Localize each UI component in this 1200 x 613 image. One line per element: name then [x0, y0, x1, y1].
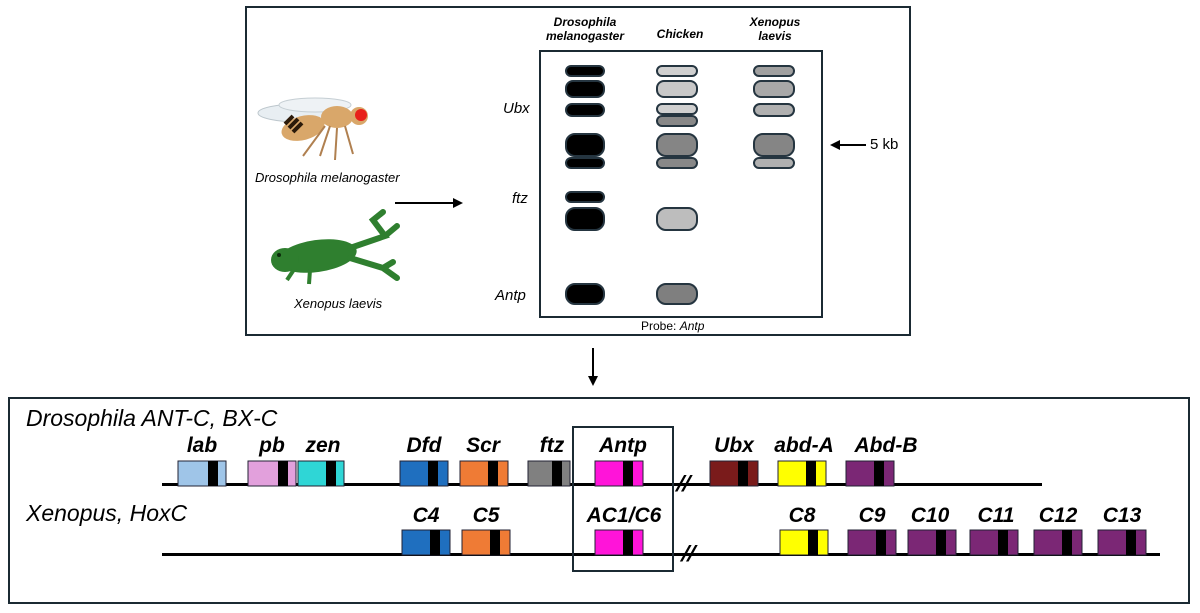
fly-icon: [257, 97, 368, 161]
gene-box-ubx: [709, 460, 759, 487]
gene-label-scr: Scr: [466, 434, 500, 457]
gene-label-c5: C5: [472, 504, 500, 527]
frog-chromosome-line: [162, 553, 1160, 556]
band: [565, 133, 605, 157]
frog-gene-boxes: [401, 529, 1147, 556]
fly-label: Drosophila melanogaster: [255, 170, 400, 185]
probe-prefix: Probe:: [641, 319, 680, 333]
band: [656, 133, 698, 157]
antp-homolog-box: [572, 426, 674, 572]
gene-label-c11: C11: [977, 504, 1015, 527]
band: [656, 80, 698, 98]
gene-label-zen: zen: [305, 434, 341, 457]
size-marker: 5 kb: [870, 136, 899, 153]
gene-label-ubx: Ubx: [714, 434, 754, 457]
gene-box-antp: [594, 460, 644, 487]
top-panel: [245, 6, 911, 336]
gene-box-c9: [847, 529, 897, 556]
gene-box-c8: [779, 529, 829, 556]
gene-label-lab: lab: [186, 434, 218, 457]
frog-row-title: Xenopus, HoxC: [26, 500, 188, 526]
gene-label-ftz: ftz: [539, 434, 565, 457]
fly-row-title: Drosophila ANT-C, BX-C: [26, 405, 278, 431]
gene-box-pb: [247, 460, 297, 487]
band: [565, 103, 605, 117]
probe-gene: Antp: [679, 319, 705, 333]
gene-box-lab: [177, 460, 227, 487]
band: [753, 80, 795, 98]
gene-box-c4: [401, 529, 451, 556]
lane-header-drosophila: Drosophila melanogaster: [545, 15, 625, 43]
gene-box-c12: [1033, 529, 1083, 556]
gene-label-c12: C12: [1038, 504, 1078, 527]
bottom-panel: [8, 397, 1190, 604]
band: [656, 65, 698, 77]
gene-box-zen: [297, 460, 345, 487]
band: [753, 103, 795, 117]
band: [565, 191, 605, 203]
gene-box-c6: [594, 529, 644, 556]
gene-label-c10: C10: [910, 504, 950, 527]
fly-gene-boxes: [177, 460, 895, 487]
probe-caption: Probe: Antp: [641, 319, 704, 333]
blot-bands: [565, 65, 795, 305]
gene-box-abd-b: [845, 460, 895, 487]
lane-header-chicken: Chicken: [656, 27, 704, 41]
gene-label-abd-b: Abd-B: [854, 434, 918, 457]
band-label-ubx: Ubx: [503, 100, 530, 117]
band: [656, 207, 698, 231]
band: [753, 65, 795, 77]
band: [656, 283, 698, 305]
band: [656, 103, 698, 115]
gene-label-dfd: Dfd: [406, 434, 442, 457]
southern-blot: [539, 50, 823, 318]
gene-label-c9: C9: [858, 504, 886, 527]
gene-label-pb: pb: [259, 434, 285, 457]
gene-label-abd-a: abd-A: [774, 434, 834, 457]
band: [565, 65, 605, 77]
gene-box-ftz: [527, 460, 571, 487]
band: [565, 283, 605, 305]
gene-box-dfd: [399, 460, 449, 487]
band: [656, 115, 698, 127]
gene-box-c10: [907, 529, 957, 556]
frog-label: Xenopus laevis: [294, 296, 383, 311]
gene-box-c5: [461, 529, 511, 556]
lane-header-xenopus: Xenopus laevis: [749, 15, 801, 43]
gene-box-scr: [459, 460, 509, 487]
band: [565, 207, 605, 231]
band: [565, 157, 605, 169]
band: [565, 80, 605, 98]
band: [656, 157, 698, 169]
gene-label-c6: AC1/C6: [586, 504, 662, 527]
gene-box-abd-a: [777, 460, 827, 487]
gene-box-c11: [969, 529, 1019, 556]
down-arrow-icon: [588, 348, 598, 386]
band-label-antp: Antp: [495, 287, 526, 304]
gene-label-c4: C4: [412, 504, 440, 527]
right-arrow-icon: [395, 198, 463, 208]
frog-icon: [271, 209, 400, 285]
band-label-ftz: ftz: [512, 190, 528, 207]
band: [753, 133, 795, 157]
gene-box-c13: [1097, 529, 1147, 556]
gene-label-c13: C13: [1102, 504, 1142, 527]
gene-label-antp: Antp: [599, 434, 647, 457]
gene-label-c8: C8: [788, 504, 816, 527]
left-arrow-icon: [830, 140, 866, 150]
band: [753, 157, 795, 169]
